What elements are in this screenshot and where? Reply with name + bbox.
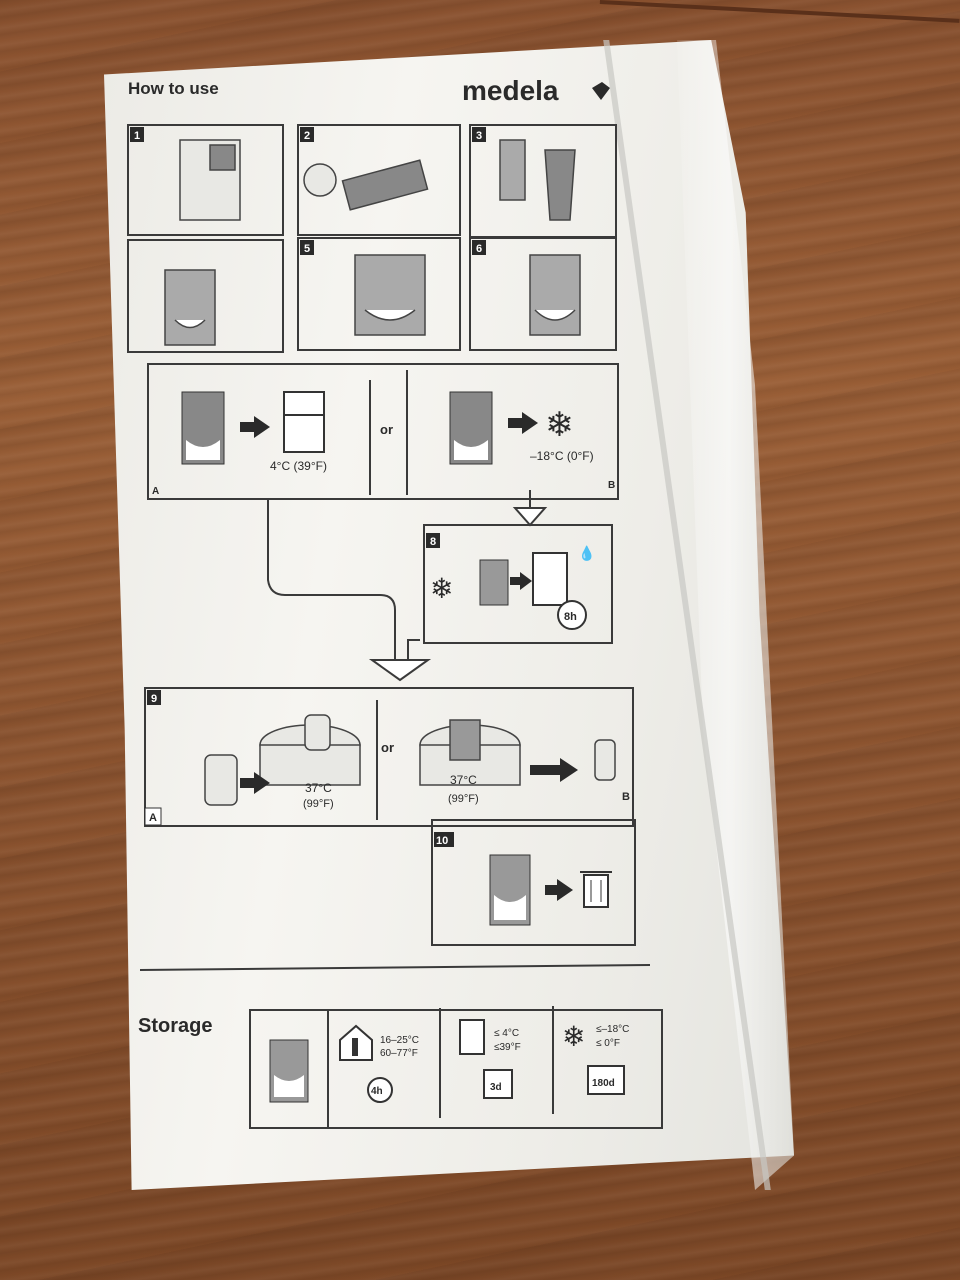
clock-icon bbox=[367, 1077, 393, 1103]
snowflake-icon: ❄ bbox=[562, 1021, 585, 1052]
water-drops-icon: 💧 bbox=[578, 545, 595, 562]
or-label: or bbox=[380, 422, 393, 437]
freezer-bag-icon bbox=[449, 391, 493, 465]
arrow-icon bbox=[240, 772, 270, 794]
discard-step-box bbox=[431, 819, 636, 946]
step-2-number: 2 bbox=[304, 130, 310, 142]
arrow-icon bbox=[530, 758, 578, 782]
step-3-number: 3 bbox=[476, 130, 482, 142]
milk-storage-bag bbox=[104, 40, 794, 1190]
step-5-number: 5 bbox=[304, 243, 310, 255]
step-number-badges bbox=[130, 127, 486, 255]
brand-logo-text: medela bbox=[462, 75, 559, 106]
fridge-bag-icon bbox=[181, 391, 225, 465]
flow-arrows bbox=[267, 490, 548, 682]
discard-bag-icon bbox=[489, 854, 531, 926]
step-8-number: 8 bbox=[430, 536, 436, 548]
arrow-icon bbox=[510, 572, 532, 590]
freezer-temp: –18°C (0°F) bbox=[530, 449, 594, 463]
arrow-icon bbox=[240, 416, 270, 438]
frozen-bag-icon bbox=[479, 559, 509, 606]
fridge-storage-duration: 3d bbox=[490, 1082, 502, 1093]
snowflake-icon: ❄ bbox=[430, 573, 453, 604]
fridge-storage-temp-c: ≤ 4°C bbox=[494, 1028, 519, 1039]
warming-illustrations bbox=[204, 714, 616, 806]
freezer-storage-duration: 180d bbox=[592, 1078, 615, 1089]
calendar-icon bbox=[483, 1069, 513, 1099]
storage-choice-section bbox=[147, 363, 619, 500]
step-8-badge bbox=[426, 533, 440, 548]
warm-temp-left: 37°C bbox=[305, 781, 332, 795]
or-label: or bbox=[381, 740, 394, 755]
thaw-step-box bbox=[423, 524, 613, 644]
step-10-badge bbox=[434, 832, 454, 847]
step-10-number: 10 bbox=[436, 835, 448, 847]
fridge-temp: 4°C (39°F) bbox=[270, 459, 327, 473]
header-title: How to use bbox=[128, 79, 219, 98]
divider bbox=[139, 964, 651, 971]
warm-step-box bbox=[144, 687, 634, 827]
warm-temp-f-right: (99°F) bbox=[448, 793, 479, 805]
warm-temp-f-left: (99°F) bbox=[303, 798, 334, 810]
fridge-option-label: A bbox=[152, 486, 159, 497]
step-6-number: 6 bbox=[476, 243, 482, 255]
step-9-badge bbox=[147, 690, 161, 705]
refrigerator-icon bbox=[459, 1019, 485, 1055]
arrow-icon bbox=[545, 879, 573, 901]
step-9-number: 9 bbox=[151, 693, 157, 705]
warm-temp-right: 37°C bbox=[450, 773, 477, 787]
thaw-duration: 8h bbox=[564, 611, 577, 623]
freezer-storage-temp-c: ≤–18°C bbox=[596, 1024, 629, 1035]
warm-option-b: B bbox=[622, 791, 630, 803]
house-thermometer-icon bbox=[339, 1024, 373, 1061]
freezer-option-label: B bbox=[608, 480, 615, 491]
room-temp-c: 16–25°C bbox=[380, 1035, 419, 1046]
steps-grid bbox=[127, 124, 617, 353]
fridge-storage-temp-f: ≤39°F bbox=[494, 1042, 521, 1053]
calendar-icon bbox=[587, 1065, 625, 1095]
refrigerator-icon bbox=[283, 391, 325, 453]
trash-bin-icon bbox=[580, 871, 612, 908]
refrigerator-icon bbox=[532, 552, 568, 606]
room-temp-f: 60–77°F bbox=[380, 1048, 418, 1059]
step-illustrations bbox=[164, 139, 581, 346]
step-1-number: 1 bbox=[134, 130, 140, 142]
bag-body bbox=[104, 40, 794, 1190]
brand-heart-icon bbox=[592, 82, 610, 100]
storage-table bbox=[249, 1006, 663, 1129]
storage-title: Storage bbox=[138, 1015, 212, 1037]
clock-icon bbox=[557, 600, 587, 630]
arrow-icon bbox=[508, 412, 538, 434]
snowflake-icon: ❄ bbox=[545, 406, 574, 444]
warm-option-a: A bbox=[149, 812, 157, 824]
storage-bag-icon bbox=[269, 1039, 309, 1103]
room-duration: 4h bbox=[371, 1086, 383, 1097]
freezer-storage-temp-f: ≤ 0°F bbox=[596, 1038, 620, 1049]
